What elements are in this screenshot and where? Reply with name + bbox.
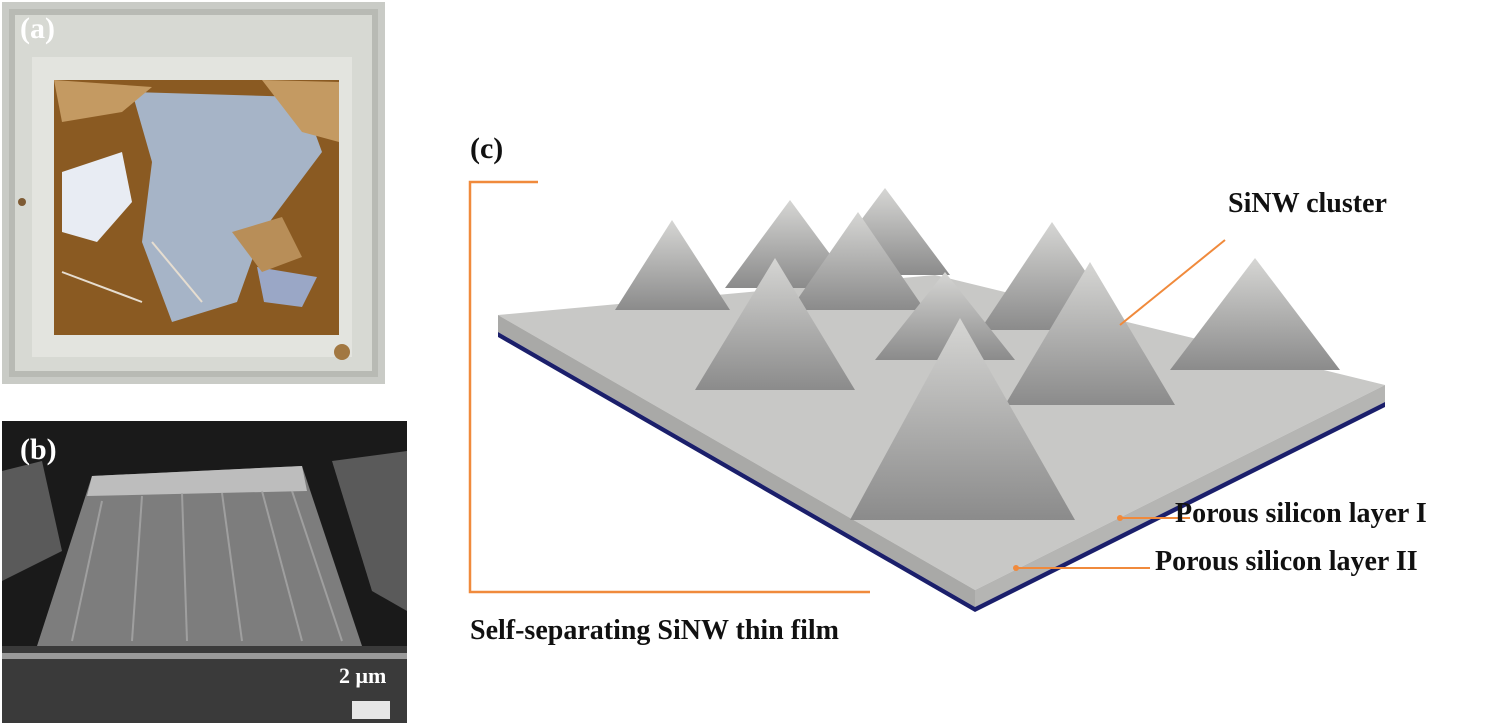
scale-bar-label: 2 μm: [339, 663, 387, 688]
scale-bar: [352, 701, 390, 719]
sinw-clusters: [615, 188, 1340, 520]
panel-b-label: (b): [20, 433, 57, 466]
panel-c-label: (c): [470, 132, 504, 165]
film-bracket: [468, 180, 870, 594]
sinw-cluster-label: SiNW cluster: [1228, 188, 1387, 219]
panel-a-label: (a): [20, 12, 55, 45]
sinw-schematic: [468, 180, 1385, 612]
sem-image: [2, 421, 407, 723]
self-separating-film-label: Self-separating SiNW thin film: [470, 615, 839, 646]
cluster-leader: [1119, 239, 1226, 326]
porous-silicon-layer-2-label: Porous silicon layer II: [1155, 546, 1418, 577]
photo-panel-a: (a): [2, 2, 385, 384]
base-layer: [498, 332, 975, 612]
schematic-panel-c: (c) SiNW cluster Porous silicon layer I …: [430, 100, 1500, 720]
photo-panel-b: (b) 2 μm: [2, 421, 407, 723]
container-photo: [2, 2, 385, 384]
porous-silicon-layer-1-label: Porous silicon layer I: [1175, 498, 1427, 529]
